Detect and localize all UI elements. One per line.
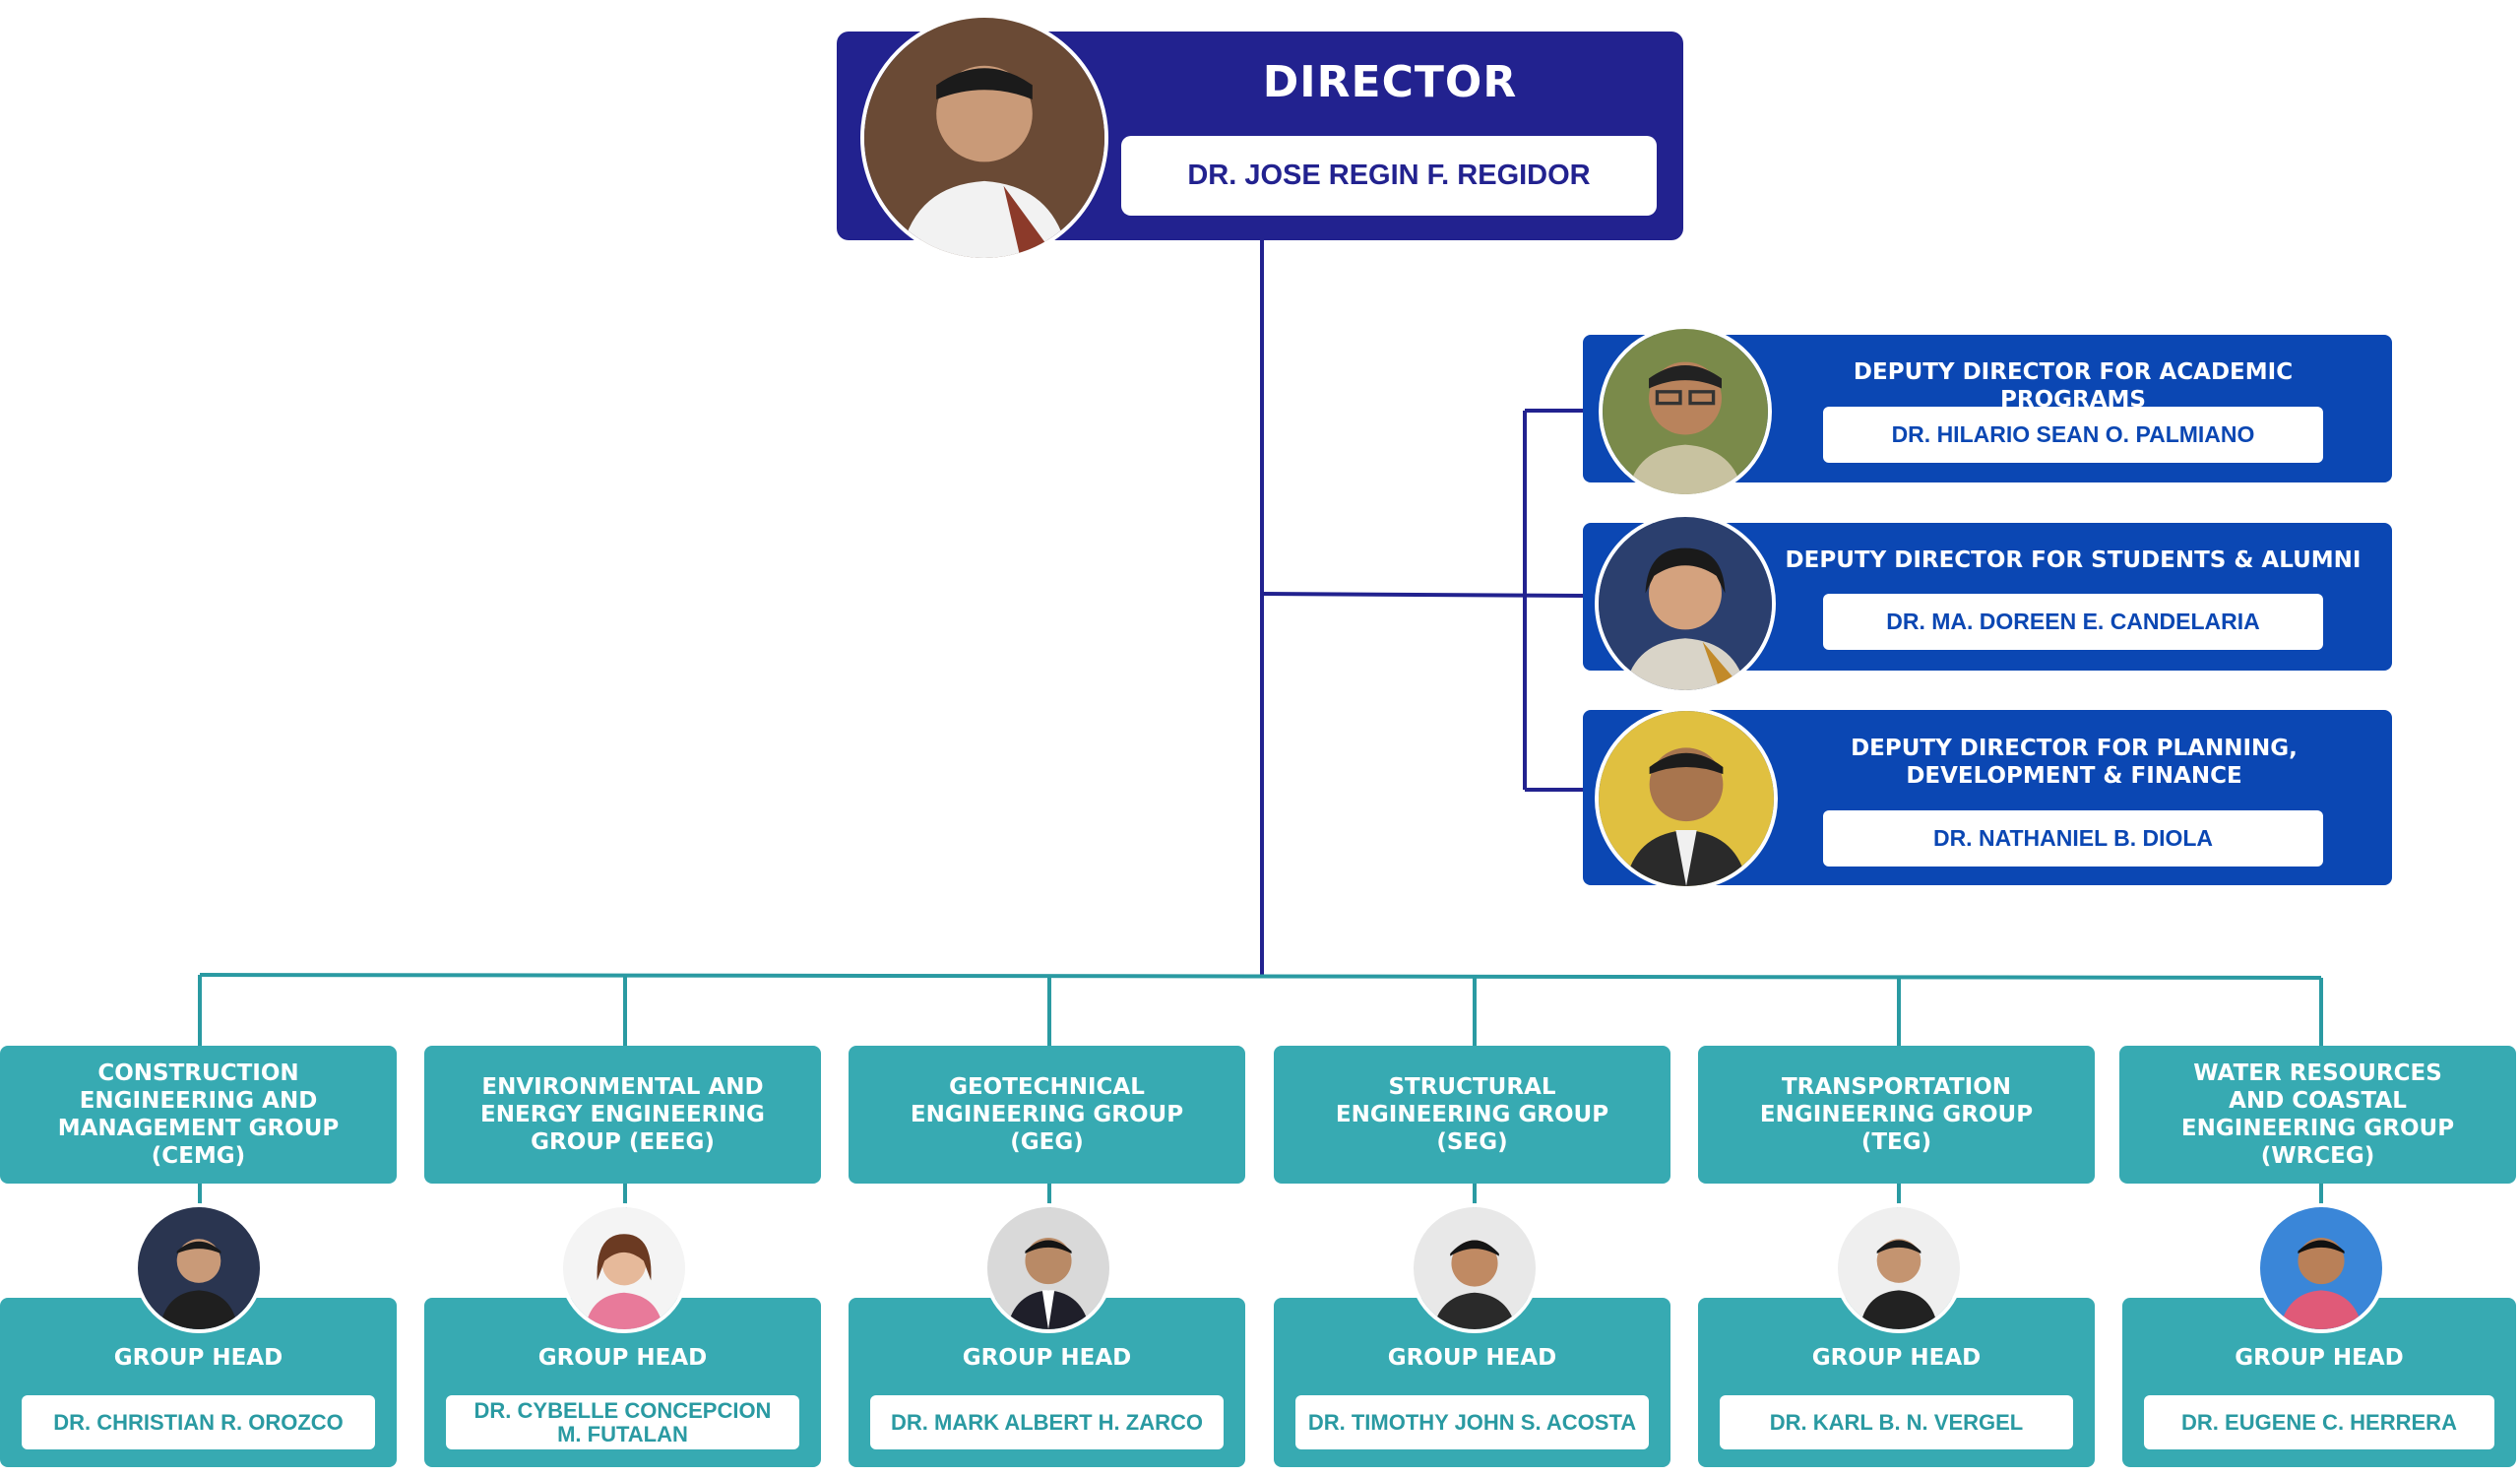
group-head-eeeg-label: GROUP HEAD <box>537 1345 708 1371</box>
group-card-cemg: CONSTRUCTION ENGINEERING AND MANAGEMENT … <box>0 1046 397 1184</box>
deputy-academic-photo <box>1599 325 1772 498</box>
group-head-cemg-name-box: DR. CHRISTIAN R. OROZCO <box>22 1395 375 1449</box>
director-name-box: DR. JOSE REGIN F. REGIDOR <box>1121 136 1657 216</box>
group-card-eeeg: ENVIRONMENTAL AND ENERGY ENGINEERING GRO… <box>424 1046 821 1184</box>
group-head-cemg-name: DR. CHRISTIAN R. OROZCO <box>53 1409 344 1435</box>
group-head-wrceg-name: DR. EUGENE C. HERRERA <box>2181 1409 2457 1435</box>
group-seg-title: STRUCTURAL ENGINEERING GROUP (SEG) <box>1335 1074 1609 1155</box>
group-head-geg-label: GROUP HEAD <box>962 1345 1132 1371</box>
group-head-geg-name: DR. MARK ALBERT H. ZARCO <box>891 1409 1203 1435</box>
deputy-academic-title: DEPUTY DIRECTOR FOR ACADEMIC PROGRAMS <box>1853 359 2294 413</box>
group-eeeg-title: ENVIRONMENTAL AND ENERGY ENGINEERING GRO… <box>480 1074 765 1155</box>
group-head-teg-label: GROUP HEAD <box>1811 1345 1982 1371</box>
group-head-teg-name-box: DR. KARL B. N. VERGEL <box>1720 1395 2073 1449</box>
group-card-seg: STRUCTURAL ENGINEERING GROUP (SEG) <box>1274 1046 1670 1184</box>
deputy-academic-name: DR. HILARIO SEAN O. PALMIANO <box>1891 421 2255 447</box>
group-head-seg-name: DR. TIMOTHY JOHN S. ACOSTA <box>1307 1409 1637 1435</box>
group-card-wrceg: WATER RESOURCES AND COASTAL ENGINEERING … <box>2119 1046 2516 1184</box>
group-head-eeeg-photo <box>559 1203 689 1333</box>
group-head-teg-photo <box>1834 1203 1964 1333</box>
director-photo <box>860 14 1108 262</box>
deputy-planning-title: DEPUTY DIRECTOR FOR PLANNING, DEVELOPMEN… <box>1851 736 2298 789</box>
deputy-planning-name-box: DR. NATHANIEL B. DIOLA <box>1823 810 2323 867</box>
deputy-branch-line <box>1261 592 1584 598</box>
group-head-teg-name: DR. KARL B. N. VERGEL <box>1769 1409 2024 1435</box>
deputy-students-name: DR. MA. DOREEN E. CANDELARIA <box>1886 609 2260 634</box>
group-head-seg-photo <box>1410 1203 1540 1333</box>
deputy-planning-name: DR. NATHANIEL B. DIOLA <box>1932 825 2214 851</box>
deputy-students-name-box: DR. MA. DOREEN E. CANDELARIA <box>1823 594 2323 650</box>
group-head-eeeg-name-box: DR. CYBELLE CONCEPCION M. FUTALAN <box>446 1395 799 1449</box>
group-head-seg-name-box: DR. TIMOTHY JOHN S. ACOSTA <box>1295 1395 1649 1449</box>
group-card-teg: TRANSPORTATION ENGINEERING GROUP (TEG) <box>1698 1046 2095 1184</box>
group-head-geg-photo <box>983 1203 1113 1333</box>
deputy-planning-photo <box>1595 707 1778 890</box>
deputy-students-title: DEPUTY DIRECTOR FOR STUDENTS & ALUMNI <box>1785 547 2362 573</box>
director-name: DR. JOSE REGIN F. REGIDOR <box>1187 160 1591 191</box>
group-head-cemg-photo <box>134 1203 264 1333</box>
director-title: DIRECTOR <box>1262 57 1518 107</box>
deputy-academic-name-box: DR. HILARIO SEAN O. PALMIANO <box>1823 407 2323 463</box>
group-head-wrceg-photo <box>2256 1203 2386 1333</box>
group-head-geg-name-box: DR. MARK ALBERT H. ZARCO <box>870 1395 1224 1449</box>
group-head-wrceg-name-box: DR. EUGENE C. HERRERA <box>2144 1395 2494 1449</box>
group-head-cemg-label: GROUP HEAD <box>113 1345 284 1371</box>
groups-horizontal-line <box>199 973 2322 980</box>
group-head-seg-label: GROUP HEAD <box>1387 1345 1557 1371</box>
deputy-students-photo <box>1595 513 1776 694</box>
group-head-wrceg-label: GROUP HEAD <box>2235 1345 2404 1371</box>
group-cemg-title: CONSTRUCTION ENGINEERING AND MANAGEMENT … <box>57 1060 340 1169</box>
group-head-eeeg-name: DR. CYBELLE CONCEPCION M. FUTALAN <box>473 1397 772 1446</box>
group-card-geg: GEOTECHNICAL ENGINEERING GROUP (GEG) <box>849 1046 1245 1184</box>
group-teg-title: TRANSPORTATION ENGINEERING GROUP (TEG) <box>1759 1074 2034 1155</box>
group-wrceg-title: WATER RESOURCES AND COASTAL ENGINEERING … <box>2180 1060 2455 1169</box>
group-geg-title: GEOTECHNICAL ENGINEERING GROUP (GEG) <box>910 1074 1184 1155</box>
